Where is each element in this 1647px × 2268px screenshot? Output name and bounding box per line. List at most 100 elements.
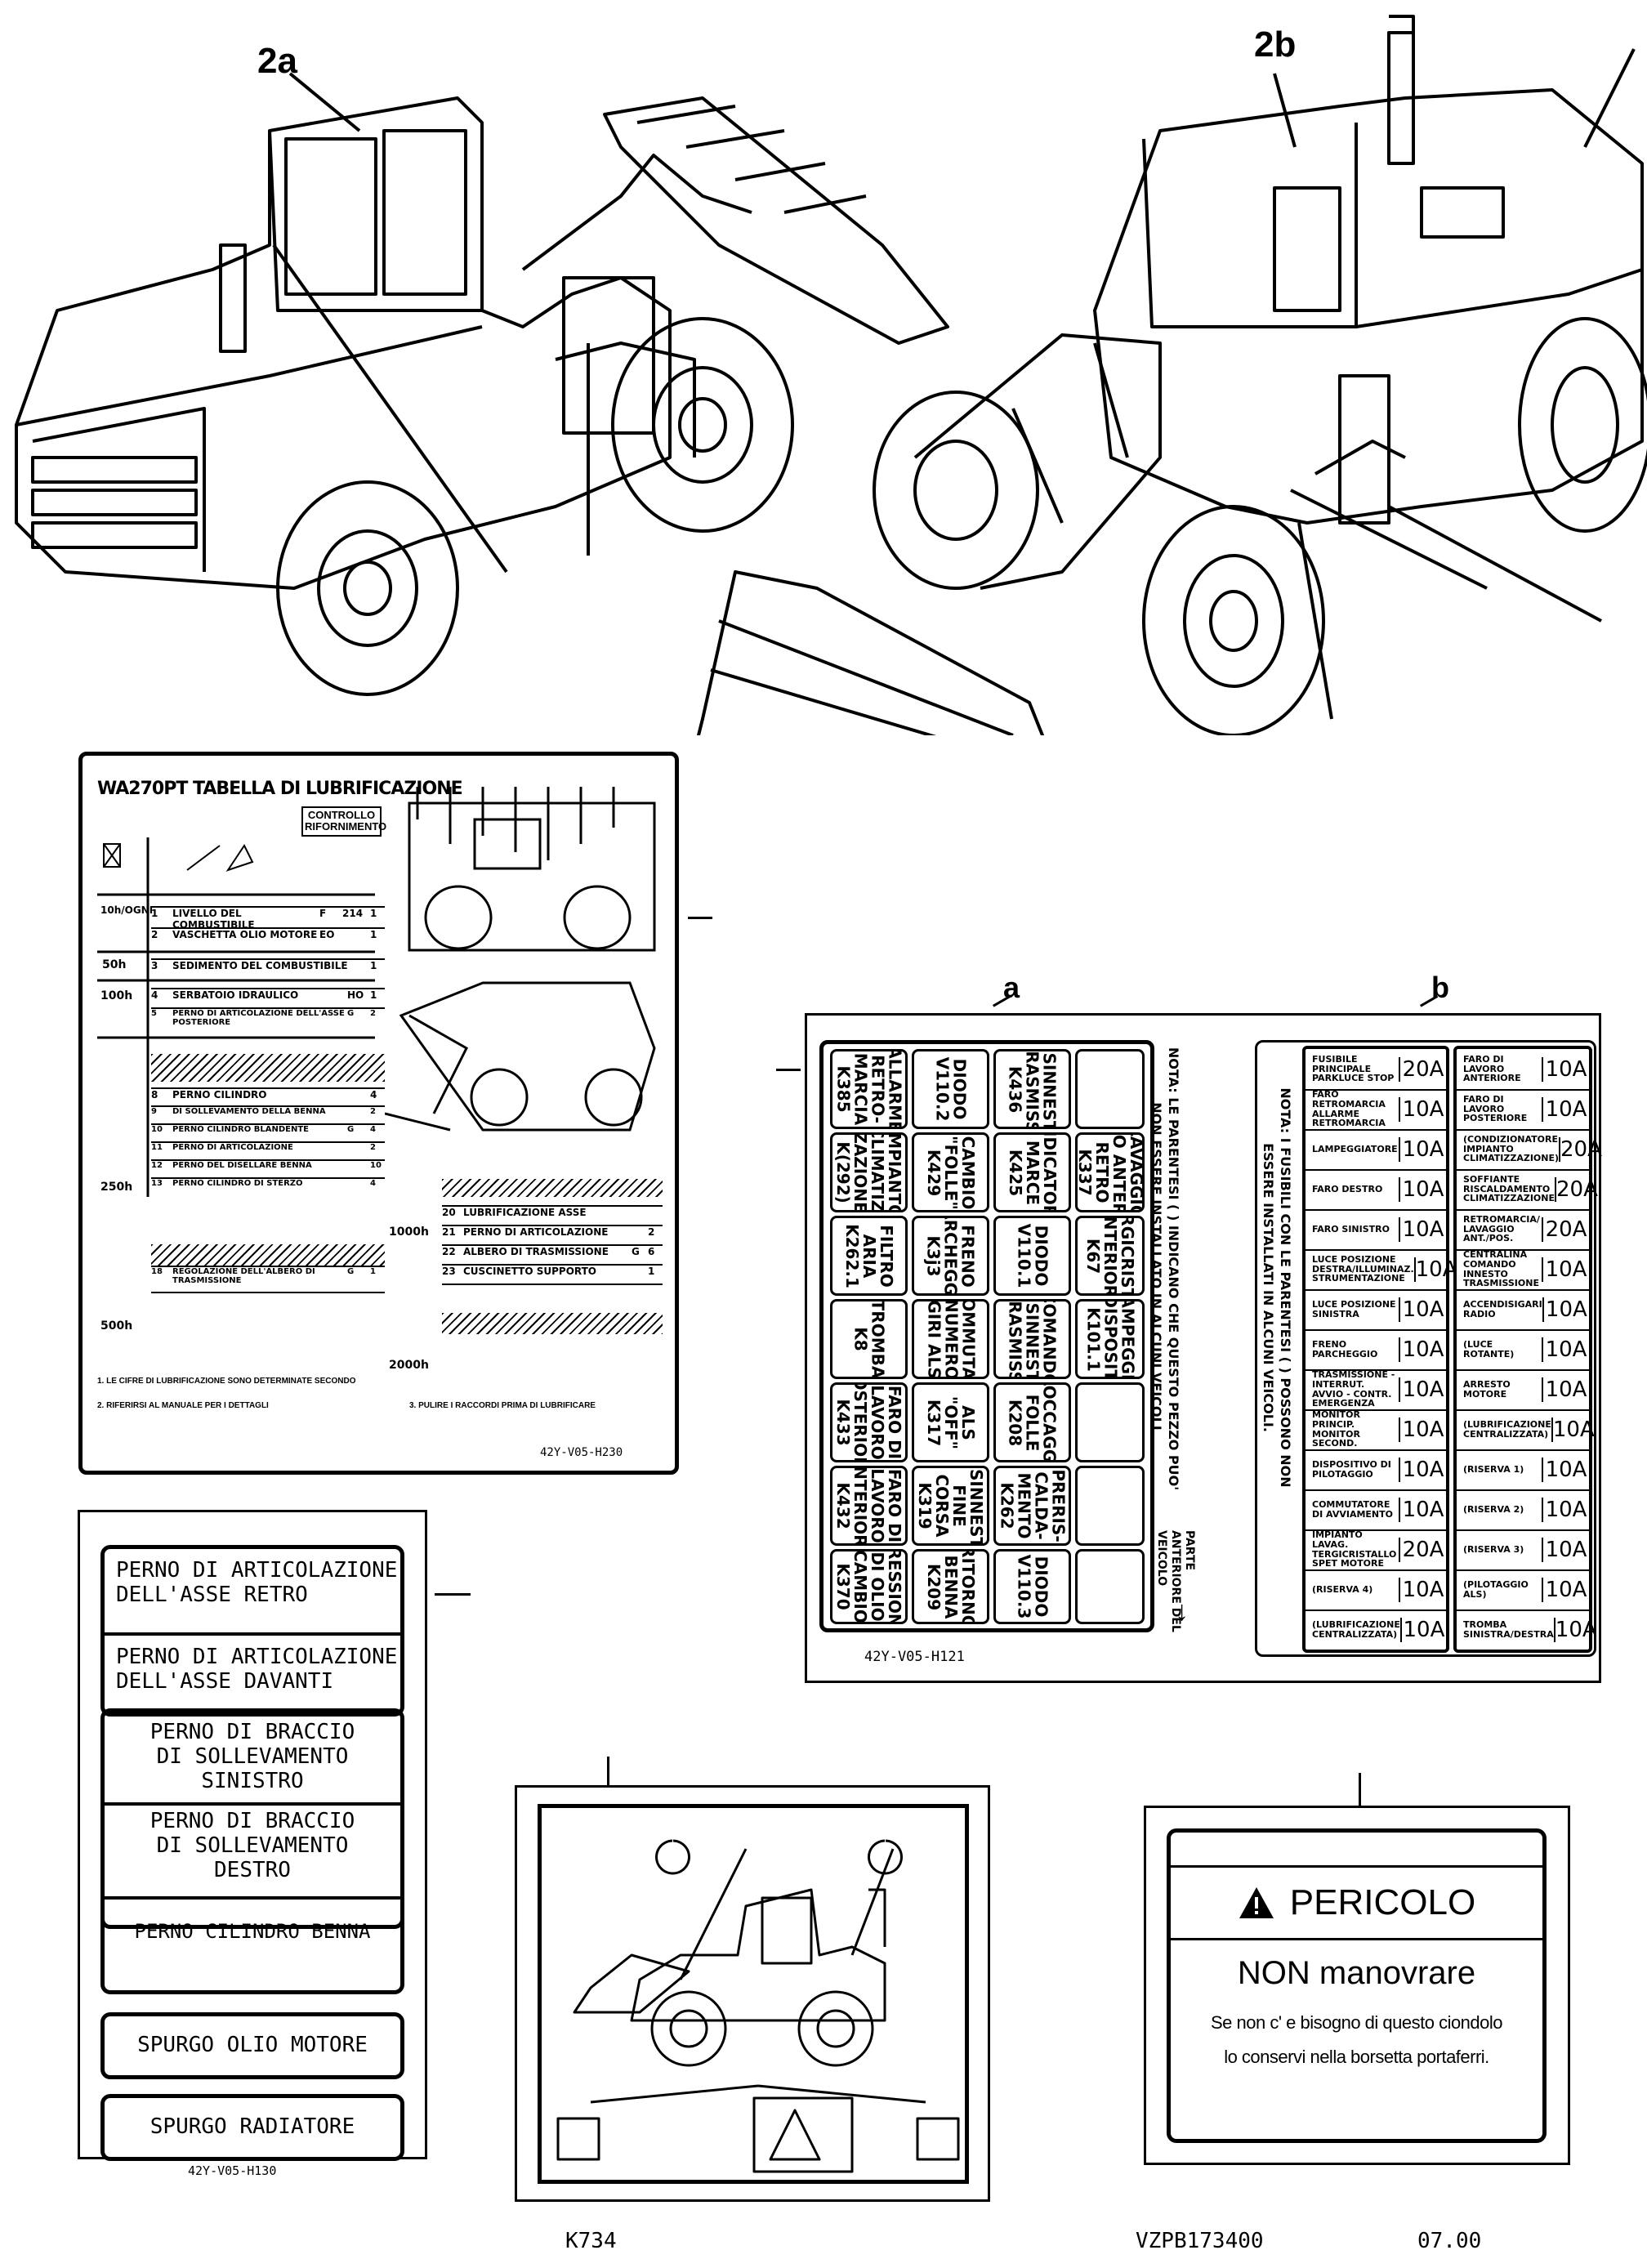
loader-side-view <box>556 1839 960 2173</box>
relay-cell <box>1075 1466 1145 1546</box>
fuse-row: (CONDIZIONATORE IMPIANTO CLIMATIZZAZIONE… <box>1457 1129 1602 1171</box>
relay-cell: TERGICRISTAL ANTERIORE K67 <box>1075 1216 1145 1296</box>
fuse-row: MONITOR PRINCIP. MONITOR SECOND.10A <box>1306 1409 1446 1451</box>
lubrication-table-left <box>97 837 375 1197</box>
lubrication-title: WA270PT TABELLA DI LUBRIFICAZIONE <box>97 779 463 799</box>
relay-cell: COMANDO DISINNESTO TRASMISS. <box>993 1299 1071 1379</box>
arrow-down-icon: ↓ <box>1175 1596 1189 1627</box>
relay-cell <box>1075 1049 1145 1129</box>
leader-line <box>607 1757 609 1786</box>
relay-cell: COMMUTAT. NUMERO GIRI ALS <box>912 1299 989 1379</box>
fuse-row: (LUBRIFICAZIONE CENTRALIZZATA)10A <box>1457 1409 1595 1451</box>
pin-labels-code: 42Y-V05-H130 <box>188 2163 277 2178</box>
relay-cell: LAVAGGIO PO ANTER- RETRO K337 <box>1075 1132 1145 1212</box>
note-b-wrap: NOTA: I FUSIBILI CON LE PARENTESI ( ) PO… <box>1261 1042 1293 1655</box>
wheel-loader-illustrations <box>15 15 1647 735</box>
callout-2b: 2b <box>1254 25 1297 65</box>
relay-cell: INDICATORE MARCE K425 <box>993 1132 1071 1212</box>
pin-label-lift-arm-left: PERNO DI BRACCIO DI SOLLEVAMENTO SINISTR… <box>150 1720 355 1793</box>
fuse-row: (RISERVA 3)10A <box>1457 1529 1589 1571</box>
relay-cell: DIODO V110.1 <box>993 1216 1071 1296</box>
relay-cell <box>1075 1382 1145 1462</box>
fuse-row: TRASMISSIONE - INTERRUT. AVVIO - CONTR. … <box>1306 1369 1446 1411</box>
danger-title: PERICOLO <box>1289 1882 1476 1922</box>
pin-label-group: PERNO DI BRACCIO DI SOLLEVAMENTO SINISTR… <box>100 1708 404 1929</box>
pin-label-bucket-cylinder: PERNO CILINDRO BENNA <box>134 1920 371 1943</box>
fuse-row: LUCE POSIZIONE DESTRA/ILLUMINAZ. STRUMEN… <box>1306 1249 1457 1291</box>
danger-line-1: Se non c' e bisogno di questo ciondolo <box>1210 2012 1503 2033</box>
relay-cell <box>1075 1549 1145 1624</box>
relay-cell: CAMBIO "FOLLE" K429 <box>912 1132 989 1212</box>
relay-cell: LAMPEGGIO DISPOSIT. K101.1 <box>1075 1299 1145 1379</box>
leader-line <box>688 917 712 919</box>
relay-grid: ALLARME RETRO- MARCIA K385 DIODO V110.2 … <box>819 1040 1154 1632</box>
relay-cell: DISINNESTO TRASMISS. K436 <box>993 1049 1071 1129</box>
fuse-row: (RISERVA 2)10A <box>1457 1489 1589 1531</box>
fuse-row: IMPIANTO LAVAG. TERGICRISTALLO SPET MOTO… <box>1306 1529 1446 1571</box>
pin-labels-sheet: PERNO DI ARTICOLAZIONE DELL'ASSE RETRO P… <box>78 1510 427 2161</box>
interval-100h: 100h <box>100 989 133 1002</box>
relay-cell: FARO DI LAVORO ANTERIORE K432 <box>830 1466 908 1546</box>
lubrication-code: 42Y-V05-H230 <box>540 1446 623 1459</box>
relay-cell: TROMBA K8 <box>830 1299 908 1379</box>
fuse-row: (RISERVA 1)10A <box>1457 1449 1589 1491</box>
callout-2a: 2a <box>257 41 297 81</box>
check-label: CONTROLLO RIFORNIMENTO <box>301 806 386 837</box>
callout-b: b <box>1431 971 1449 1004</box>
hatched-band <box>442 1179 663 1197</box>
hatched-band <box>151 1244 385 1266</box>
fuse-row: RETROMARCIA/ LAVAGGIO ANT./POS.20A <box>1457 1209 1589 1251</box>
danger-header: PERICOLO <box>1171 1865 1542 1940</box>
note-a-wrap: NOTA: LE PARENTESI ( ) INDICANO CHE QUES… <box>1149 1040 1206 1498</box>
note-3: 3. PULIRE I RACCORDI PRIMA DI LUBRIFICAR… <box>409 1401 596 1410</box>
relay-cell: ALS "OFF" K317 <box>912 1382 989 1462</box>
interval-2000h: 2000h <box>389 1359 429 1372</box>
relay-cell: RITORNO BENNA K209 <box>912 1549 989 1624</box>
fuse-row: (LUBRIFICAZIONE CENTRALIZZATA)10A <box>1312 1617 1445 1642</box>
danger-line-2: lo conservi nella borsetta portaferri. <box>1224 2047 1489 2067</box>
pin-label-group: PERNO DI BRACCIO DI SOLLEVAMENTO DESTRO … <box>100 1798 404 1994</box>
warning-triangle-icon <box>1239 1887 1274 1918</box>
relay-cell: DISINNESTO FINE CORSA K319 <box>912 1466 989 1546</box>
leader-line <box>1359 1773 1361 1806</box>
note-b: NOTA: I FUSIBILI CON LE PARENTESI ( ) PO… <box>1261 1087 1293 1488</box>
relay-cell: BLOCCAGGIO FOLLE K208 <box>993 1382 1071 1462</box>
left-loader-drawing <box>15 96 949 696</box>
note-1: 1. LE CIFRE DI LUBRIFICAZIONE SONO DETER… <box>97 1377 356 1386</box>
lubrication-chart: WA270PT TABELLA DI LUBRIFICAZIONE CONTRO… <box>78 752 679 1475</box>
pin-label-rear-axle: PERNO DI ARTICOLAZIONE DELL'ASSE RETRO <box>116 1558 398 1607</box>
fuse-row: (PILOTAGGIO ALS)10A <box>1457 1569 1589 1611</box>
relay-cell: FARO DI LAVORO POSTERIORE K433 <box>830 1382 908 1462</box>
right-loader-drawing <box>696 15 1647 735</box>
relay-cell: ALLARME RETRO- MARCIA K385 <box>830 1049 908 1129</box>
drain-radiator-label: SPURGO RADIATORE <box>100 2094 404 2161</box>
relay-cell: FILTRO ARIA K262.1 <box>830 1216 908 1296</box>
note-a: NOTA: LE PARENTESI ( ) INDICANO CHE QUES… <box>1149 1047 1181 1491</box>
danger-subtitle: NON manovrare <box>1237 1955 1476 1991</box>
fuse-row: (LUCE ROTANTE)10A <box>1457 1329 1589 1371</box>
fuse-box: NOTA: I FUSIBILI CON LE PARENTESI ( ) PO… <box>1255 1040 1602 1657</box>
leader-line <box>435 1593 471 1596</box>
